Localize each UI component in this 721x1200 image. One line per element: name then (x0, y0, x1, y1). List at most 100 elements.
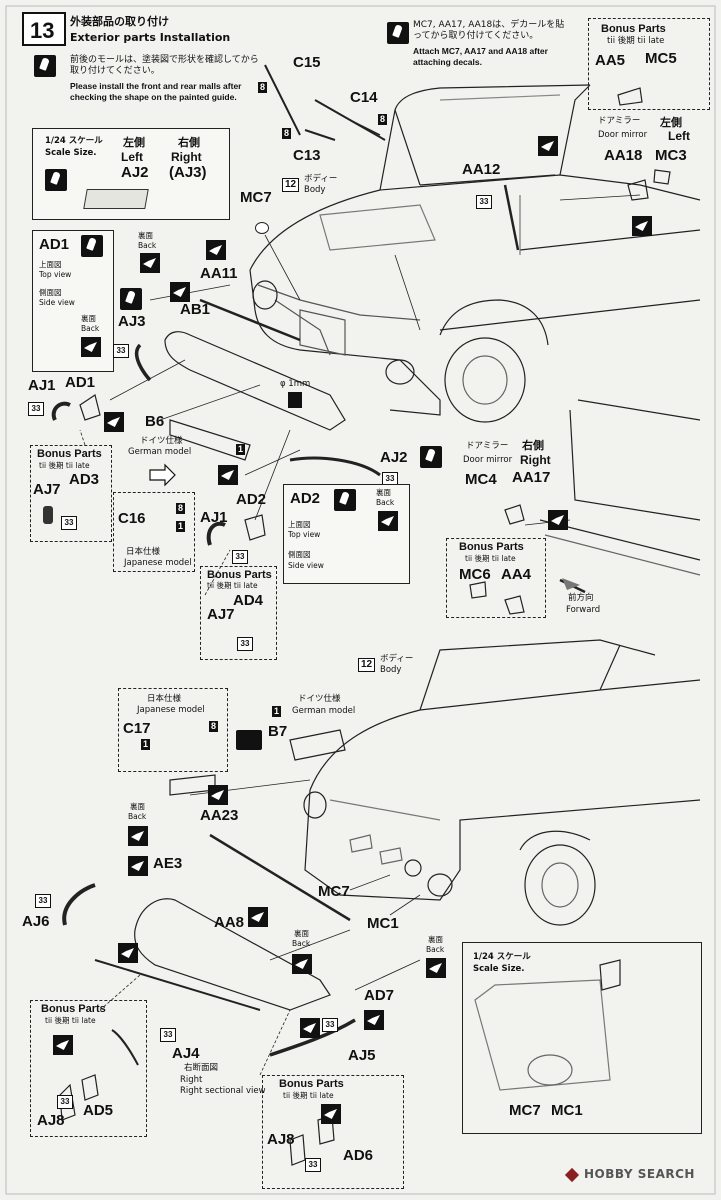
step-title-jp: 外装部品の取り付け (70, 15, 169, 28)
tii-late-label: tii 後期 tii late (283, 1091, 334, 1100)
side-view-jp: 側面図 (39, 288, 62, 297)
glue-icon (208, 785, 228, 805)
part-aa17: AA17 (512, 469, 551, 486)
right-label-en: Right (171, 150, 202, 164)
top-view-jp: 上面図 (288, 520, 311, 529)
glue-icon (128, 826, 148, 846)
leader-lines (109, 194, 641, 991)
glue-icon (81, 337, 101, 357)
body-label-jp: ボディー (380, 654, 414, 664)
part-aj1: AJ1 (28, 377, 56, 394)
code-8: 8 (258, 82, 268, 93)
german-model-en: German model (128, 447, 192, 457)
code-33: 33 (232, 550, 248, 564)
bonus-parts-label: Bonus Parts (41, 1003, 106, 1015)
top-view-jp: 上面図 (39, 260, 62, 269)
back-label-jp: 裏面 (376, 488, 391, 497)
body-label-en: Body (304, 185, 326, 195)
part-aj7: AJ7 (207, 606, 235, 623)
decal-note-jp: MC7, AA17, AA18は、デカールを貼ってから取り付けてください。 (413, 20, 565, 42)
tii-late-label: tii 後期 tii late (45, 1016, 96, 1025)
glue-icon (321, 1104, 341, 1124)
code-1: 1 (272, 706, 282, 717)
step-title-en: Exterior parts Installation (70, 31, 231, 44)
code-33: 33 (113, 344, 129, 358)
section-view-en: Right sectional view (180, 1086, 266, 1096)
mirror-drawing (469, 87, 671, 615)
part-c16: C16 (118, 510, 146, 527)
code-8: 8 (209, 721, 219, 732)
code-33: 33 (35, 894, 51, 908)
german-model-jp: ドイツ仕様 (140, 436, 183, 446)
part-aj6: AJ6 (22, 913, 50, 930)
code-1: 1 (236, 444, 246, 455)
glue-icon (300, 1018, 320, 1038)
paint-icon (34, 55, 56, 77)
part-ad1: AD1 (39, 236, 70, 253)
part-aj7: AJ7 (33, 481, 61, 498)
bonus-parts-label: Bonus Parts (279, 1078, 344, 1090)
part-mc1: MC1 (551, 1102, 583, 1119)
door-mirror-en: Door mirror (463, 455, 513, 465)
german-model-jp: ドイツ仕様 (298, 694, 341, 704)
part-mc7: MC7 (240, 189, 272, 206)
forward-arrow (562, 578, 580, 590)
glue-icon (548, 510, 568, 530)
paint-icon (334, 489, 356, 511)
glue-icon (538, 136, 558, 156)
left-label-jp: 左側 (123, 136, 145, 149)
back-label-en: Back (292, 939, 311, 948)
part-ad4: AD4 (233, 592, 264, 609)
part-aj8: AJ8 (267, 1131, 295, 1148)
bonus-parts-label: Bonus Parts (207, 569, 272, 581)
side-view-jp: 側面図 (288, 550, 311, 559)
step-number-box: 13 (22, 12, 66, 46)
glue-icon (248, 907, 268, 927)
dotted-connectors (79, 429, 291, 1076)
code-8: 8 (176, 503, 186, 514)
part-mc6: MC6 (459, 566, 491, 583)
part-mc1: MC1 (367, 915, 399, 932)
ad1-detail-box: AD1 上面図 Top view 側面図 Side view 裏面 Back (32, 230, 114, 372)
back-label-en: Back (376, 498, 395, 507)
paint-icon (45, 169, 67, 191)
back-label-jp: 裏面 (294, 929, 309, 938)
bonus-parts-box-front-left: Bonus Parts tii 後期 tii late AJ7 AD3 33 (30, 445, 112, 542)
ad2-detail-box: AD2 裏面 Back 上面図 Top view 側面図 Side view (283, 484, 410, 584)
right-label-jp: 右側 (522, 439, 544, 452)
code-33: 33 (28, 402, 44, 416)
step-number: 13 (30, 18, 55, 43)
moulding-note-jp: 前後のモールは、塗装図で形状を確認してから取り付けてください。 (70, 55, 259, 77)
part-ad2: AD2 (236, 491, 267, 508)
forward-label-en: Forward (566, 605, 601, 615)
glue-icon (378, 511, 398, 531)
bonus-parts-label: Bonus Parts (601, 23, 666, 35)
tii-late-label: tii 後期 tii late (465, 554, 516, 563)
glue-icon (364, 1010, 384, 1030)
left-label-en: Left (121, 150, 143, 164)
wiper-parts (264, 64, 386, 141)
bonus-parts-label: Bonus Parts (37, 448, 102, 460)
part-c15: C15 (293, 54, 321, 71)
left-label-jp: 左側 (660, 116, 682, 129)
glue-icon (632, 216, 652, 236)
body-label-jp: ボディー (304, 174, 338, 184)
part-aa12: AA12 (462, 161, 501, 178)
code-33: 33 (61, 516, 77, 530)
part-aj5: AJ5 (348, 1047, 376, 1064)
door-drawing (539, 399, 701, 594)
part-b6: B6 (145, 413, 165, 430)
top-view-en: Top view (39, 270, 72, 279)
back-label-jp: 裏面 (130, 802, 145, 811)
part-mc7: MC7 (509, 1102, 541, 1119)
front-bumper-drawing (51, 294, 381, 546)
part-ad1: AD1 (65, 374, 96, 391)
glue-icon (206, 240, 226, 260)
paint-icon (387, 22, 409, 44)
molding-shape (83, 189, 149, 209)
glue-icon (426, 958, 446, 978)
back-label-jp: 裏面 (81, 314, 96, 323)
scale-inset-drawing (474, 959, 621, 1091)
right-label-en: Right (520, 453, 551, 467)
